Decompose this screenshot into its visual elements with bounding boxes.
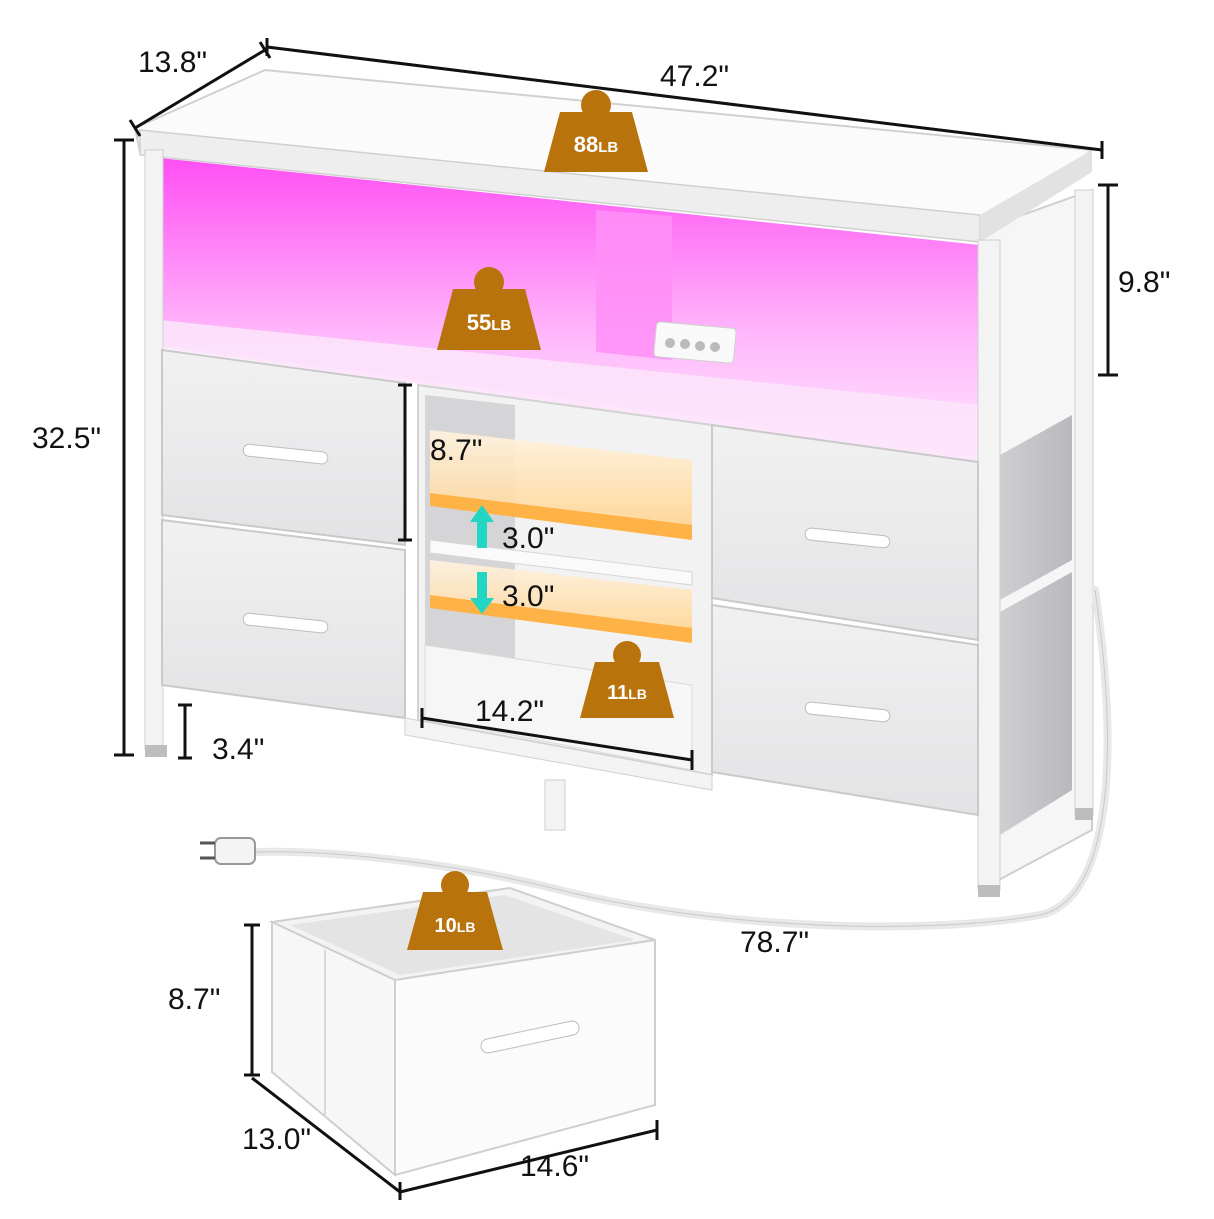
bin-front <box>394 938 656 1177</box>
bin-width-label: 14.6" <box>520 1150 590 1183</box>
right-foot <box>978 885 1000 897</box>
drawer-right-top <box>711 423 979 642</box>
shelf-board <box>160 320 980 462</box>
drawer-right-bottom <box>711 603 979 817</box>
cubby-width-label: 14.2" <box>475 695 545 728</box>
shelf-adjust-up-label: 3.0" <box>502 522 555 555</box>
top-shelf-height-label: 9.8" <box>1118 266 1171 299</box>
bin-handle <box>480 1020 580 1054</box>
power-outlets <box>665 338 720 352</box>
weight-badge-top: 88LB <box>544 90 648 172</box>
shelf-divider <box>596 210 672 360</box>
dresser <box>133 68 1095 897</box>
weight-bin-label: 10LB <box>435 915 476 937</box>
led-shelf-glow <box>160 158 980 455</box>
cubby-height-label: 8.7" <box>430 434 483 467</box>
bin-height-label: 8.7" <box>168 983 221 1016</box>
cord-length-label: 78.7" <box>740 926 810 959</box>
upper-shelf-board <box>430 493 692 540</box>
drawer-handle <box>242 443 329 465</box>
drawer-left-bottom <box>161 518 406 720</box>
right-post <box>977 239 1001 891</box>
drawer-left-top <box>161 348 406 547</box>
drawer-handle <box>804 527 891 549</box>
up-arrow-icon <box>470 505 494 548</box>
middle-shelf-board <box>429 539 693 586</box>
drawer-handle <box>242 612 329 634</box>
weight-badge-cubby: 11LB <box>580 641 674 718</box>
power-strip <box>653 321 737 364</box>
weight-cubby-label: 11LB <box>607 682 647 704</box>
plug-icon <box>200 837 256 865</box>
far-right-post <box>1074 189 1094 816</box>
weight-shelf-label: 55LB <box>467 310 512 335</box>
left-post <box>144 149 164 751</box>
drawer-handle <box>804 701 891 723</box>
down-arrow-icon <box>470 572 494 614</box>
side-fabric-upper <box>1000 415 1072 600</box>
bottom-rail <box>404 717 713 791</box>
lower-shelf-board <box>430 595 692 643</box>
dimension-lines <box>114 38 1118 1200</box>
center-post <box>544 779 566 831</box>
depth-label: 13.8" <box>138 46 208 79</box>
far-right-foot <box>1075 808 1093 820</box>
height-label: 32.5" <box>32 422 102 455</box>
weight-top-label: 88LB <box>574 132 619 157</box>
left-foot <box>145 745 167 757</box>
shelf-adjust-down-label: 3.0" <box>502 580 555 613</box>
bin-depth-label: 13.0" <box>242 1123 312 1156</box>
leg-height-label: 3.4" <box>212 733 265 766</box>
top-board-side-edge <box>980 150 1092 242</box>
weight-badge-bin: 10LB <box>407 871 503 950</box>
weight-badge-shelf: 55LB <box>437 267 541 350</box>
width-label: 47.2" <box>660 60 730 93</box>
side-fabric-lower <box>1000 572 1072 835</box>
